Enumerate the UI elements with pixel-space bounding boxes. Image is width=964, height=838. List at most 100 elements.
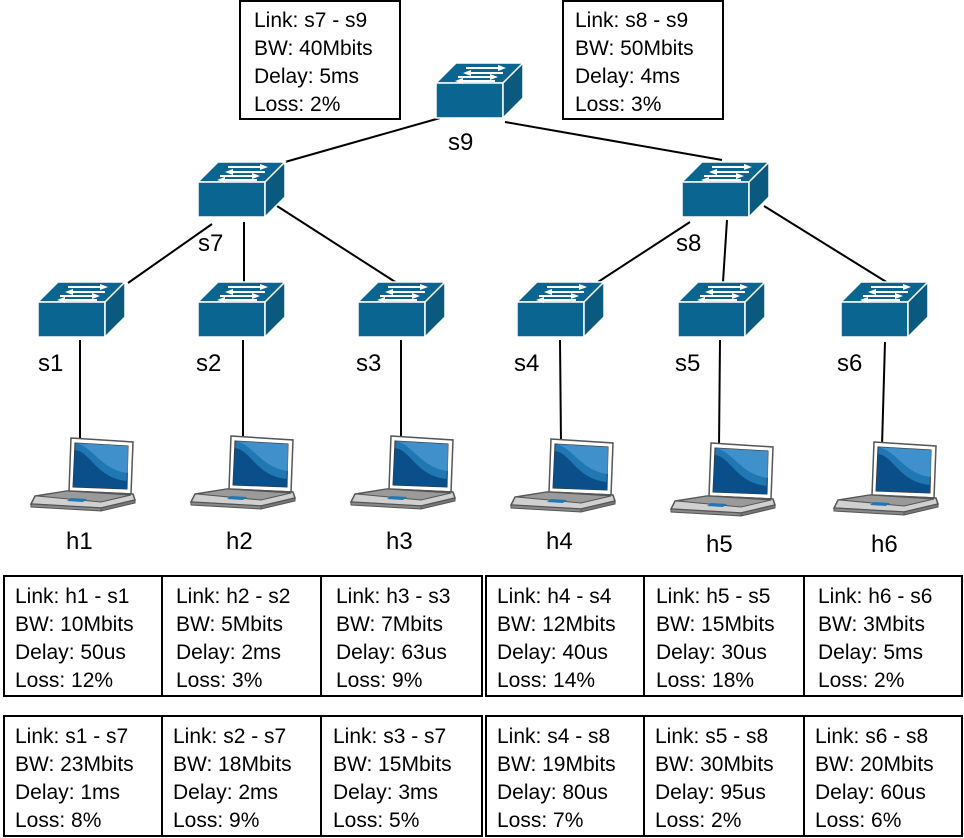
link-box-s7-s9-loss: Loss: 2%: [254, 93, 340, 116]
switch-link-s2-s7-delay: Delay: 2ms: [173, 781, 278, 804]
switch-link-s1-s7-loss: Loss: 8%: [15, 809, 101, 832]
host-link-h5-s5-loss: Loss: 18%: [656, 669, 754, 692]
switch-s6-icon[interactable]: [840, 281, 929, 338]
switch-link-s3-s7-link: Link: s3 - s7: [333, 725, 446, 748]
link-box-s8-s9-link: Link: s8 - s9: [575, 9, 688, 32]
switch-s4-icon[interactable]: [516, 281, 605, 338]
host-link-h4-s4-bw: BW: 12Mbits: [497, 613, 616, 636]
switch-link-s4-s8-link: Link: s4 - s8: [497, 725, 610, 748]
host-link-table-right-border: [485, 575, 963, 697]
host-link-h5-s5-delay: Delay: 30us: [656, 641, 767, 664]
switches: [37, 62, 929, 338]
host-link-h2-s2-link: Link: h2 - s2: [176, 585, 290, 608]
host-link-h3-s3-loss: Loss: 9%: [336, 669, 422, 692]
host-link-h6-s6-loss: Loss: 2%: [818, 669, 904, 692]
switch-link-s6-s8-delay: Delay: 60us: [815, 781, 926, 804]
switch-label-s4: s4: [514, 350, 539, 377]
switch-link-s4-s8-bw: BW: 19Mbits: [497, 753, 616, 776]
switch-label-s2: s2: [196, 350, 221, 377]
link-s5-h5: [718, 339, 721, 448]
hosts: [30, 435, 939, 517]
link-s8-s6: [763, 205, 889, 284]
switch-label-s9: s9: [448, 129, 473, 156]
host-link-h4-s4-delay: Delay: 40us: [497, 641, 608, 664]
switch-link-s3-s7-loss: Loss: 5%: [333, 809, 419, 832]
laptop-h3-icon[interactable]: [350, 435, 456, 510]
switch-link-s5-s8-link: Link: s5 - s8: [655, 725, 768, 748]
top-link-boxes: Link: s7 - s9 BW: 40Mbits Delay: 5ms Los…: [239, 0, 724, 120]
link-s7-s1: [127, 223, 213, 284]
switch-label-s5: s5: [675, 350, 700, 377]
switch-link-s3-s7-delay: Delay: 3ms: [333, 781, 438, 804]
switch-link-s4-s8-delay: Delay: 80us: [497, 781, 608, 804]
link-s4-h4: [559, 339, 562, 444]
link-s8-s4: [597, 221, 691, 283]
host-link-h2-s2-delay: Delay: 2ms: [176, 641, 281, 664]
host-link-h2-s2-loss: Loss: 3%: [176, 669, 262, 692]
link-box-s8-s9-loss: Loss: 3%: [575, 93, 661, 116]
host-label-h6: h6: [871, 531, 898, 558]
switch-link-s5-s8-bw: BW: 30Mbits: [655, 753, 774, 776]
switch-s9-icon[interactable]: [435, 62, 524, 119]
switch-labels: s9 s7 s8 s1 s2 s3 s4 s5 s6: [38, 129, 862, 377]
host-link-h4-s4-link: Link: h4 - s4: [497, 585, 612, 608]
host-link-h1-s1-bw: BW: 10Mbits: [15, 613, 134, 636]
laptop-h6-icon[interactable]: [833, 441, 939, 516]
laptop-h5-icon[interactable]: [670, 442, 776, 517]
switch-label-s6: s6: [837, 350, 862, 377]
switch-label-s7: s7: [198, 230, 223, 257]
switch-link-s1-s7-bw: BW: 23Mbits: [15, 753, 134, 776]
switch-link-s5-s8-delay: Delay: 95us: [655, 781, 766, 804]
link-box-s8-s9: [562, 0, 724, 120]
switch-label-s1: s1: [38, 350, 63, 377]
host-link-h1-s1-delay: Delay: 50us: [15, 641, 126, 664]
link-box-s7-s9-delay: Delay: 5ms: [254, 65, 359, 88]
switch-link-s5-s8-loss: Loss: 2%: [655, 809, 741, 832]
switch-link-s4-s8-loss: Loss: 7%: [497, 809, 583, 832]
switch-s3-icon[interactable]: [357, 281, 446, 338]
host-label-h5: h5: [706, 531, 733, 558]
switch-link-s2-s7-link: Link: s2 - s7: [173, 725, 286, 748]
laptop-h2-icon[interactable]: [190, 435, 296, 510]
host-label-h1: h1: [66, 528, 93, 555]
switch-link-s3-s7-bw: BW: 15Mbits: [333, 753, 452, 776]
host-link-h3-s3-bw: BW: 7Mbits: [336, 613, 443, 636]
switch-s7-icon[interactable]: [197, 161, 286, 218]
link-box-s7-s9-bw: BW: 40Mbits: [254, 37, 373, 60]
host-link-h1-s1-link: Link: h1 - s1: [15, 585, 129, 608]
host-link-h6-s6-link: Link: h6 - s6: [818, 585, 932, 608]
host-link-h3-s3-link: Link: h3 - s3: [336, 585, 450, 608]
switch-link-table-left-border: [3, 715, 483, 837]
link-s8-s5: [722, 219, 728, 283]
link-s9-s8: [504, 121, 723, 161]
switch-link-s6-s8-bw: BW: 20Mbits: [815, 753, 934, 776]
host-label-h4: h4: [546, 528, 573, 555]
switch-s8-icon[interactable]: [681, 161, 770, 218]
switch-link-s6-s8-link: Link: s6 - s8: [815, 725, 928, 748]
host-link-h6-s6-bw: BW: 3Mbits: [818, 613, 925, 636]
switch-s5-icon[interactable]: [677, 281, 766, 338]
laptop-h4-icon[interactable]: [510, 438, 616, 513]
switch-s1-icon[interactable]: [37, 281, 126, 338]
host-link-h6-s6-delay: Delay: 5ms: [818, 641, 923, 664]
host-link-h4-s4-loss: Loss: 14%: [497, 669, 595, 692]
link-box-s7-s9-link: Link: s7 - s9: [254, 9, 367, 32]
host-labels: h1 h2 h3 h4 h5 h6: [66, 528, 898, 558]
laptop-h1-icon[interactable]: [30, 437, 136, 512]
switch-link-table-right-border: [485, 715, 963, 837]
link-s9-s7: [284, 117, 441, 163]
host-label-h2: h2: [226, 528, 253, 555]
host-link-h5-s5-link: Link: h5 - s5: [656, 585, 770, 608]
switch-link-s2-s7-bw: BW: 18Mbits: [173, 753, 292, 776]
host-link-h5-s5-bw: BW: 15Mbits: [656, 613, 775, 636]
switch-link-s1-s7-delay: Delay: 1ms: [15, 781, 120, 804]
host-link-h3-s3-delay: Delay: 63us: [336, 641, 447, 664]
switch-label-s8: s8: [676, 230, 701, 257]
link-box-s8-s9-delay: Delay: 4ms: [575, 65, 680, 88]
switch-link-table: Link: s1 - s7 BW: 23Mbits Delay: 1ms Los…: [3, 715, 963, 837]
host-link-table-left-border: [3, 575, 483, 697]
connection-lines: [79, 117, 889, 448]
link-box-s7-s9: [239, 0, 401, 120]
switch-s2-icon[interactable]: [197, 281, 286, 338]
link-s7-s3: [276, 205, 401, 286]
